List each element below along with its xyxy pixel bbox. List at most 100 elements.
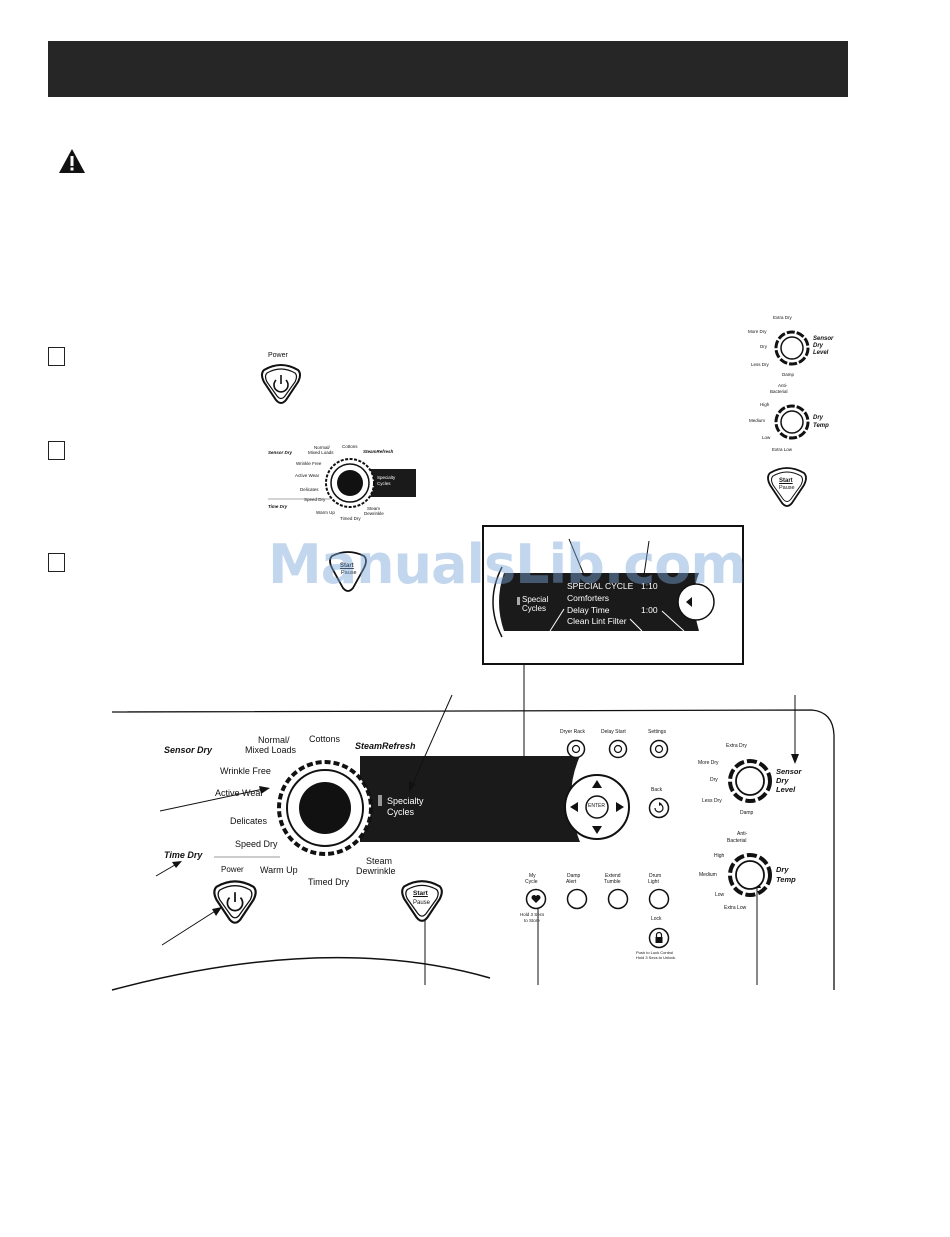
p-tumble-label: Tumble bbox=[604, 879, 621, 885]
disp-line4: Clean Lint Filter bbox=[567, 616, 627, 626]
p-to-store-label: to Store bbox=[524, 918, 540, 923]
back-label: Back bbox=[651, 787, 663, 793]
p-lock-label: Lock bbox=[651, 916, 662, 922]
step3-start-label: Start bbox=[340, 563, 354, 569]
control-panel-graphic bbox=[111, 665, 835, 991]
settings-button[interactable] bbox=[649, 739, 669, 759]
top-pause-label: Pause bbox=[779, 485, 795, 491]
t-medium: Medium bbox=[749, 418, 766, 423]
p-normal: Normal/ bbox=[258, 735, 290, 745]
p-delicates: Delicates bbox=[230, 816, 268, 826]
top-sensor-knob[interactable] bbox=[774, 330, 810, 366]
s-normal: Normal/ bbox=[314, 445, 330, 450]
s-dewrinkle: Dewrinkle bbox=[364, 511, 384, 516]
s-cottons: Cottons bbox=[342, 444, 358, 449]
s-timed-dry: Timed Dry bbox=[340, 516, 361, 521]
display-detail-graphic bbox=[492, 538, 715, 638]
panel-sensor-dry-knob[interactable] bbox=[727, 758, 773, 804]
nav-up-icon bbox=[592, 780, 602, 788]
p-temp-title2: Temp bbox=[776, 875, 796, 884]
my-cycle-button[interactable] bbox=[525, 888, 547, 910]
s-steamrefresh: SteamRefresh bbox=[363, 449, 394, 454]
p-hold3-label: Hold 3 Secs bbox=[520, 912, 545, 917]
header-bar bbox=[48, 41, 848, 97]
p-steam: Steam bbox=[366, 856, 393, 866]
p-mixed: Mixed Loads bbox=[245, 745, 297, 755]
disp-line2: Comforters bbox=[567, 593, 610, 603]
step-box-3 bbox=[48, 553, 65, 572]
p-dryer-rack-label: Dryer Rack bbox=[560, 729, 586, 735]
p-my-label: My bbox=[529, 873, 536, 879]
t-extra-dry: Extra Dry bbox=[773, 315, 792, 320]
damp-alert-button[interactable] bbox=[566, 888, 588, 910]
p-temp-title1: Dry bbox=[776, 865, 789, 874]
t-dry: Dry bbox=[760, 344, 767, 349]
lock-icon bbox=[655, 931, 663, 943]
p-power: Power bbox=[221, 865, 244, 874]
p-sensor-title3: Level bbox=[776, 785, 796, 794]
warning-triangle-icon bbox=[59, 149, 85, 173]
step-box-1 bbox=[48, 347, 65, 366]
s-delicates: Delicates bbox=[300, 487, 319, 492]
step3-start-button[interactable] bbox=[328, 548, 368, 594]
s-specialty: Specialty bbox=[377, 475, 396, 480]
s-active-wear: Active Wear bbox=[295, 473, 320, 478]
nav-right-icon bbox=[616, 802, 624, 812]
p-dry: Dry bbox=[710, 777, 718, 783]
p-hold-unlock-label: Hold 3 Secs to Unlock bbox=[636, 955, 676, 960]
p-speed-dry: Speed Dry bbox=[235, 839, 278, 849]
t-low: Low bbox=[762, 435, 771, 440]
small-dial-graphic bbox=[268, 458, 416, 508]
p-active-wear: Active Wear bbox=[215, 788, 264, 798]
t-high: High bbox=[760, 402, 770, 407]
nav-down-icon bbox=[592, 826, 602, 834]
p-low: Low bbox=[715, 892, 725, 898]
panel-start-pause-button[interactable] bbox=[398, 878, 446, 924]
p-less-dry: Less Dry bbox=[702, 798, 722, 804]
delay-start-button[interactable] bbox=[608, 739, 628, 759]
top-start-button[interactable] bbox=[764, 465, 810, 509]
t-bacterial: Bacterial bbox=[770, 389, 788, 394]
p-push-lock-label: Push to Lock Control bbox=[636, 950, 674, 955]
back-button[interactable] bbox=[648, 797, 670, 819]
p-sensor-title1: Sensor bbox=[776, 767, 802, 776]
p-cycles: Cycles bbox=[387, 807, 415, 817]
t-more-dry: More Dry bbox=[748, 329, 767, 334]
top-temp-knob[interactable] bbox=[774, 404, 810, 440]
s-speed-dry: Speed Dry bbox=[304, 497, 326, 502]
drum-light-button[interactable] bbox=[648, 888, 670, 910]
disp-cycles: Cycles bbox=[522, 604, 547, 613]
p-more-dry: More Dry bbox=[698, 760, 719, 766]
p-anti: Anti- bbox=[737, 831, 748, 837]
s-wrinkle-free: Wrinkle Free bbox=[296, 461, 322, 466]
s-time-dry: Time Dry bbox=[268, 504, 288, 509]
p-timed-dry: Timed Dry bbox=[308, 877, 350, 887]
t-sensor-title1: Sensor bbox=[813, 336, 834, 342]
watermark: ManualsLib.com bbox=[268, 533, 747, 596]
p-steamrefresh: SteamRefresh bbox=[355, 741, 416, 751]
dryer-rack-button[interactable] bbox=[566, 739, 586, 759]
t-damp: Damp bbox=[782, 372, 795, 377]
p-delay-start-label: Delay Start bbox=[601, 729, 626, 735]
p-sensor-title2: Dry bbox=[776, 776, 789, 785]
enter-label: ENTER bbox=[588, 803, 605, 809]
t-extra-low: Extra Low bbox=[772, 447, 793, 452]
power-icon bbox=[273, 375, 289, 393]
t-anti: Anti- bbox=[778, 383, 788, 388]
nav-pad[interactable] bbox=[562, 772, 632, 842]
p-extend-label: Extend bbox=[605, 873, 621, 879]
p-time-dry: Time Dry bbox=[164, 850, 203, 860]
s-mixed: Mixed Loads bbox=[308, 450, 334, 455]
lock-button[interactable] bbox=[648, 927, 670, 949]
p-extra-low: Extra Low bbox=[724, 905, 747, 911]
step1-power-label: Power bbox=[268, 352, 288, 359]
panel-dry-temp-knob[interactable] bbox=[727, 852, 773, 898]
panel-power-button[interactable] bbox=[210, 878, 260, 926]
s-sensor-dry: Sensor Dry bbox=[268, 450, 293, 455]
extend-tumble-button[interactable] bbox=[607, 888, 629, 910]
t-sensor-title2: Dry bbox=[813, 343, 824, 349]
p-drum-label: Drum bbox=[649, 873, 662, 879]
t-temp-title2: Temp bbox=[813, 423, 829, 429]
power-button[interactable] bbox=[258, 362, 304, 406]
p-dewrinkle: Dewrinkle bbox=[356, 866, 396, 876]
